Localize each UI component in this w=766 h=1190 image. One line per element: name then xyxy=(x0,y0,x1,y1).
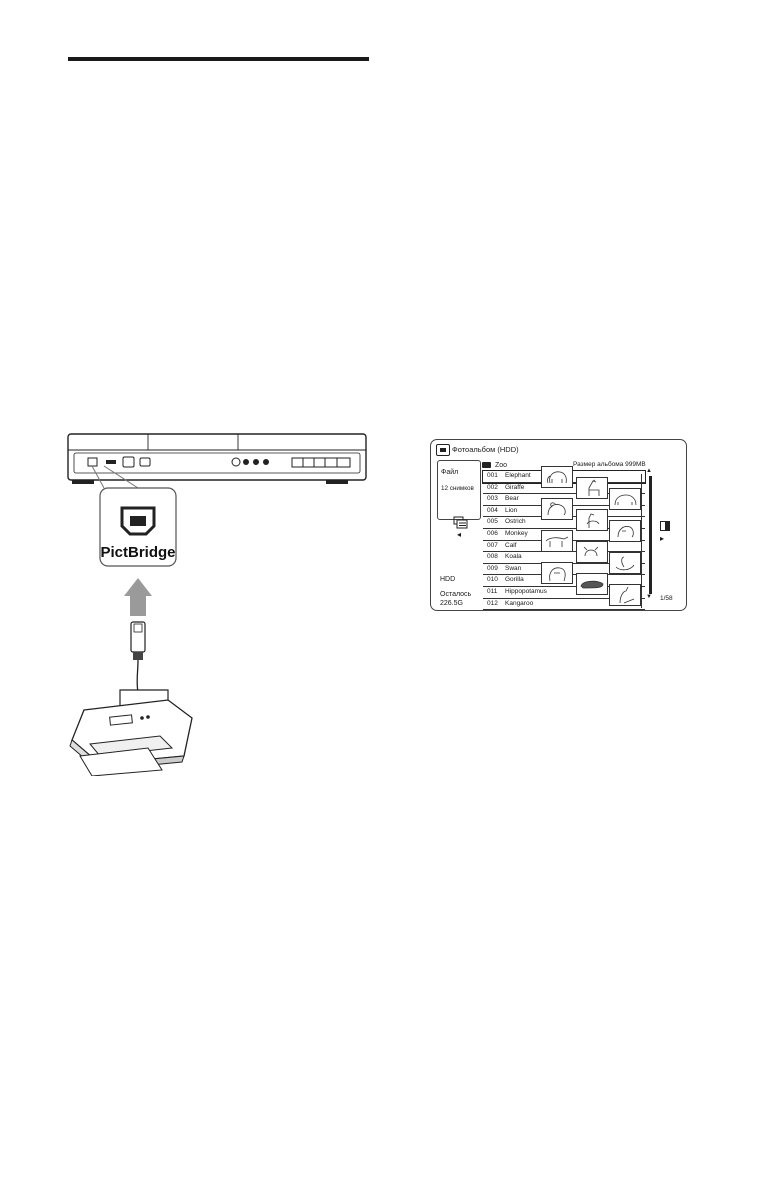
item-name: Giraffe xyxy=(505,483,525,491)
item-number: 007 xyxy=(487,541,498,549)
item-number: 011 xyxy=(487,587,498,595)
remaining-label: Осталось xyxy=(440,591,472,598)
divider xyxy=(641,474,642,608)
remaining-value: 226.5G xyxy=(440,600,463,607)
photo-thumbnail[interactable] xyxy=(609,552,641,574)
photo-thumbnail[interactable] xyxy=(609,520,641,542)
item-number: 002 xyxy=(487,483,498,491)
scrollbar[interactable] xyxy=(649,476,652,594)
list-item[interactable]: 002 Giraffe xyxy=(483,483,645,495)
folder-name: Zoo xyxy=(495,462,508,469)
photo-thumbnail[interactable] xyxy=(609,488,641,510)
menu-title: Фотоальбом (HDD) xyxy=(452,445,519,454)
item-number: 001 xyxy=(487,472,498,479)
photo-album-menu: Фотоальбом (HDD) Файл 12 снимков ◂ HDD О… xyxy=(430,439,687,611)
usb-b-port-icon xyxy=(99,487,177,567)
item-name: Bear xyxy=(505,495,519,503)
dvd-recorder-icon xyxy=(67,433,367,484)
list-item[interactable]: 012 Kangaroo xyxy=(483,599,645,611)
photo-thumbnail[interactable] xyxy=(541,498,573,520)
item-name: Koala xyxy=(505,553,522,561)
album-size: Размер альбома 999MB xyxy=(573,461,646,468)
scroll-arrow-right-icon[interactable]: ▸ xyxy=(660,534,665,543)
photo-thumbnail[interactable] xyxy=(609,584,641,606)
section-top-rule xyxy=(68,57,369,61)
item-name: Hippopotamus xyxy=(505,587,547,595)
scroll-arrow-left-icon[interactable]: ◂ xyxy=(457,530,462,539)
media-label: HDD xyxy=(440,576,456,583)
photo-thumbnail[interactable] xyxy=(576,573,608,595)
connection-diagram: PictBridge xyxy=(67,433,367,776)
side-count: 12 снимков xyxy=(441,485,474,492)
list-item[interactable]: 011 Hippopotamus xyxy=(483,587,645,599)
item-number: 008 xyxy=(487,553,498,561)
photo-thumbnail[interactable] xyxy=(576,509,608,531)
item-name: Lion xyxy=(505,506,518,514)
printer-icon xyxy=(69,689,193,776)
item-name: Gorilla xyxy=(505,576,524,584)
photo-thumbnail[interactable] xyxy=(576,541,608,563)
folder-icon xyxy=(482,462,491,468)
item-number: 012 xyxy=(487,599,498,607)
photo-album-icon xyxy=(436,444,450,456)
side-file-label: Файл xyxy=(441,469,459,476)
item-name: Elephant xyxy=(505,472,531,479)
item-number: 010 xyxy=(487,576,498,584)
item-name: Ostrich xyxy=(505,518,526,526)
item-name: Kangaroo xyxy=(505,599,534,607)
scroll-arrow-down-icon[interactable]: ▼ xyxy=(646,594,652,600)
photo-thumbnail[interactable] xyxy=(576,477,608,499)
list-item[interactable]: 010 Gorilla xyxy=(483,575,645,587)
item-number: 006 xyxy=(487,529,498,537)
item-number: 003 xyxy=(487,495,498,503)
scroll-arrow-up-icon[interactable]: ▲ xyxy=(646,468,652,474)
list-view-icon[interactable] xyxy=(453,516,469,530)
item-name: Monkey xyxy=(505,529,528,537)
item-number: 004 xyxy=(487,506,498,514)
item-name: Swan xyxy=(505,564,522,572)
item-number: 009 xyxy=(487,564,498,572)
photo-thumbnail[interactable] xyxy=(541,562,573,584)
page-indicator: 1/58 xyxy=(660,595,673,602)
arrow-up-icon xyxy=(124,578,152,616)
photo-thumbnail[interactable] xyxy=(541,466,573,488)
item-name: Calf xyxy=(505,541,517,549)
slideshow-icon[interactable] xyxy=(660,521,670,531)
photo-thumbnail[interactable] xyxy=(541,530,573,552)
pictbridge-label: PictBridge xyxy=(100,544,175,561)
item-number: 005 xyxy=(487,518,498,526)
list-item[interactable]: 005 Ostrich xyxy=(483,517,645,529)
usb-cable-icon xyxy=(130,621,146,693)
